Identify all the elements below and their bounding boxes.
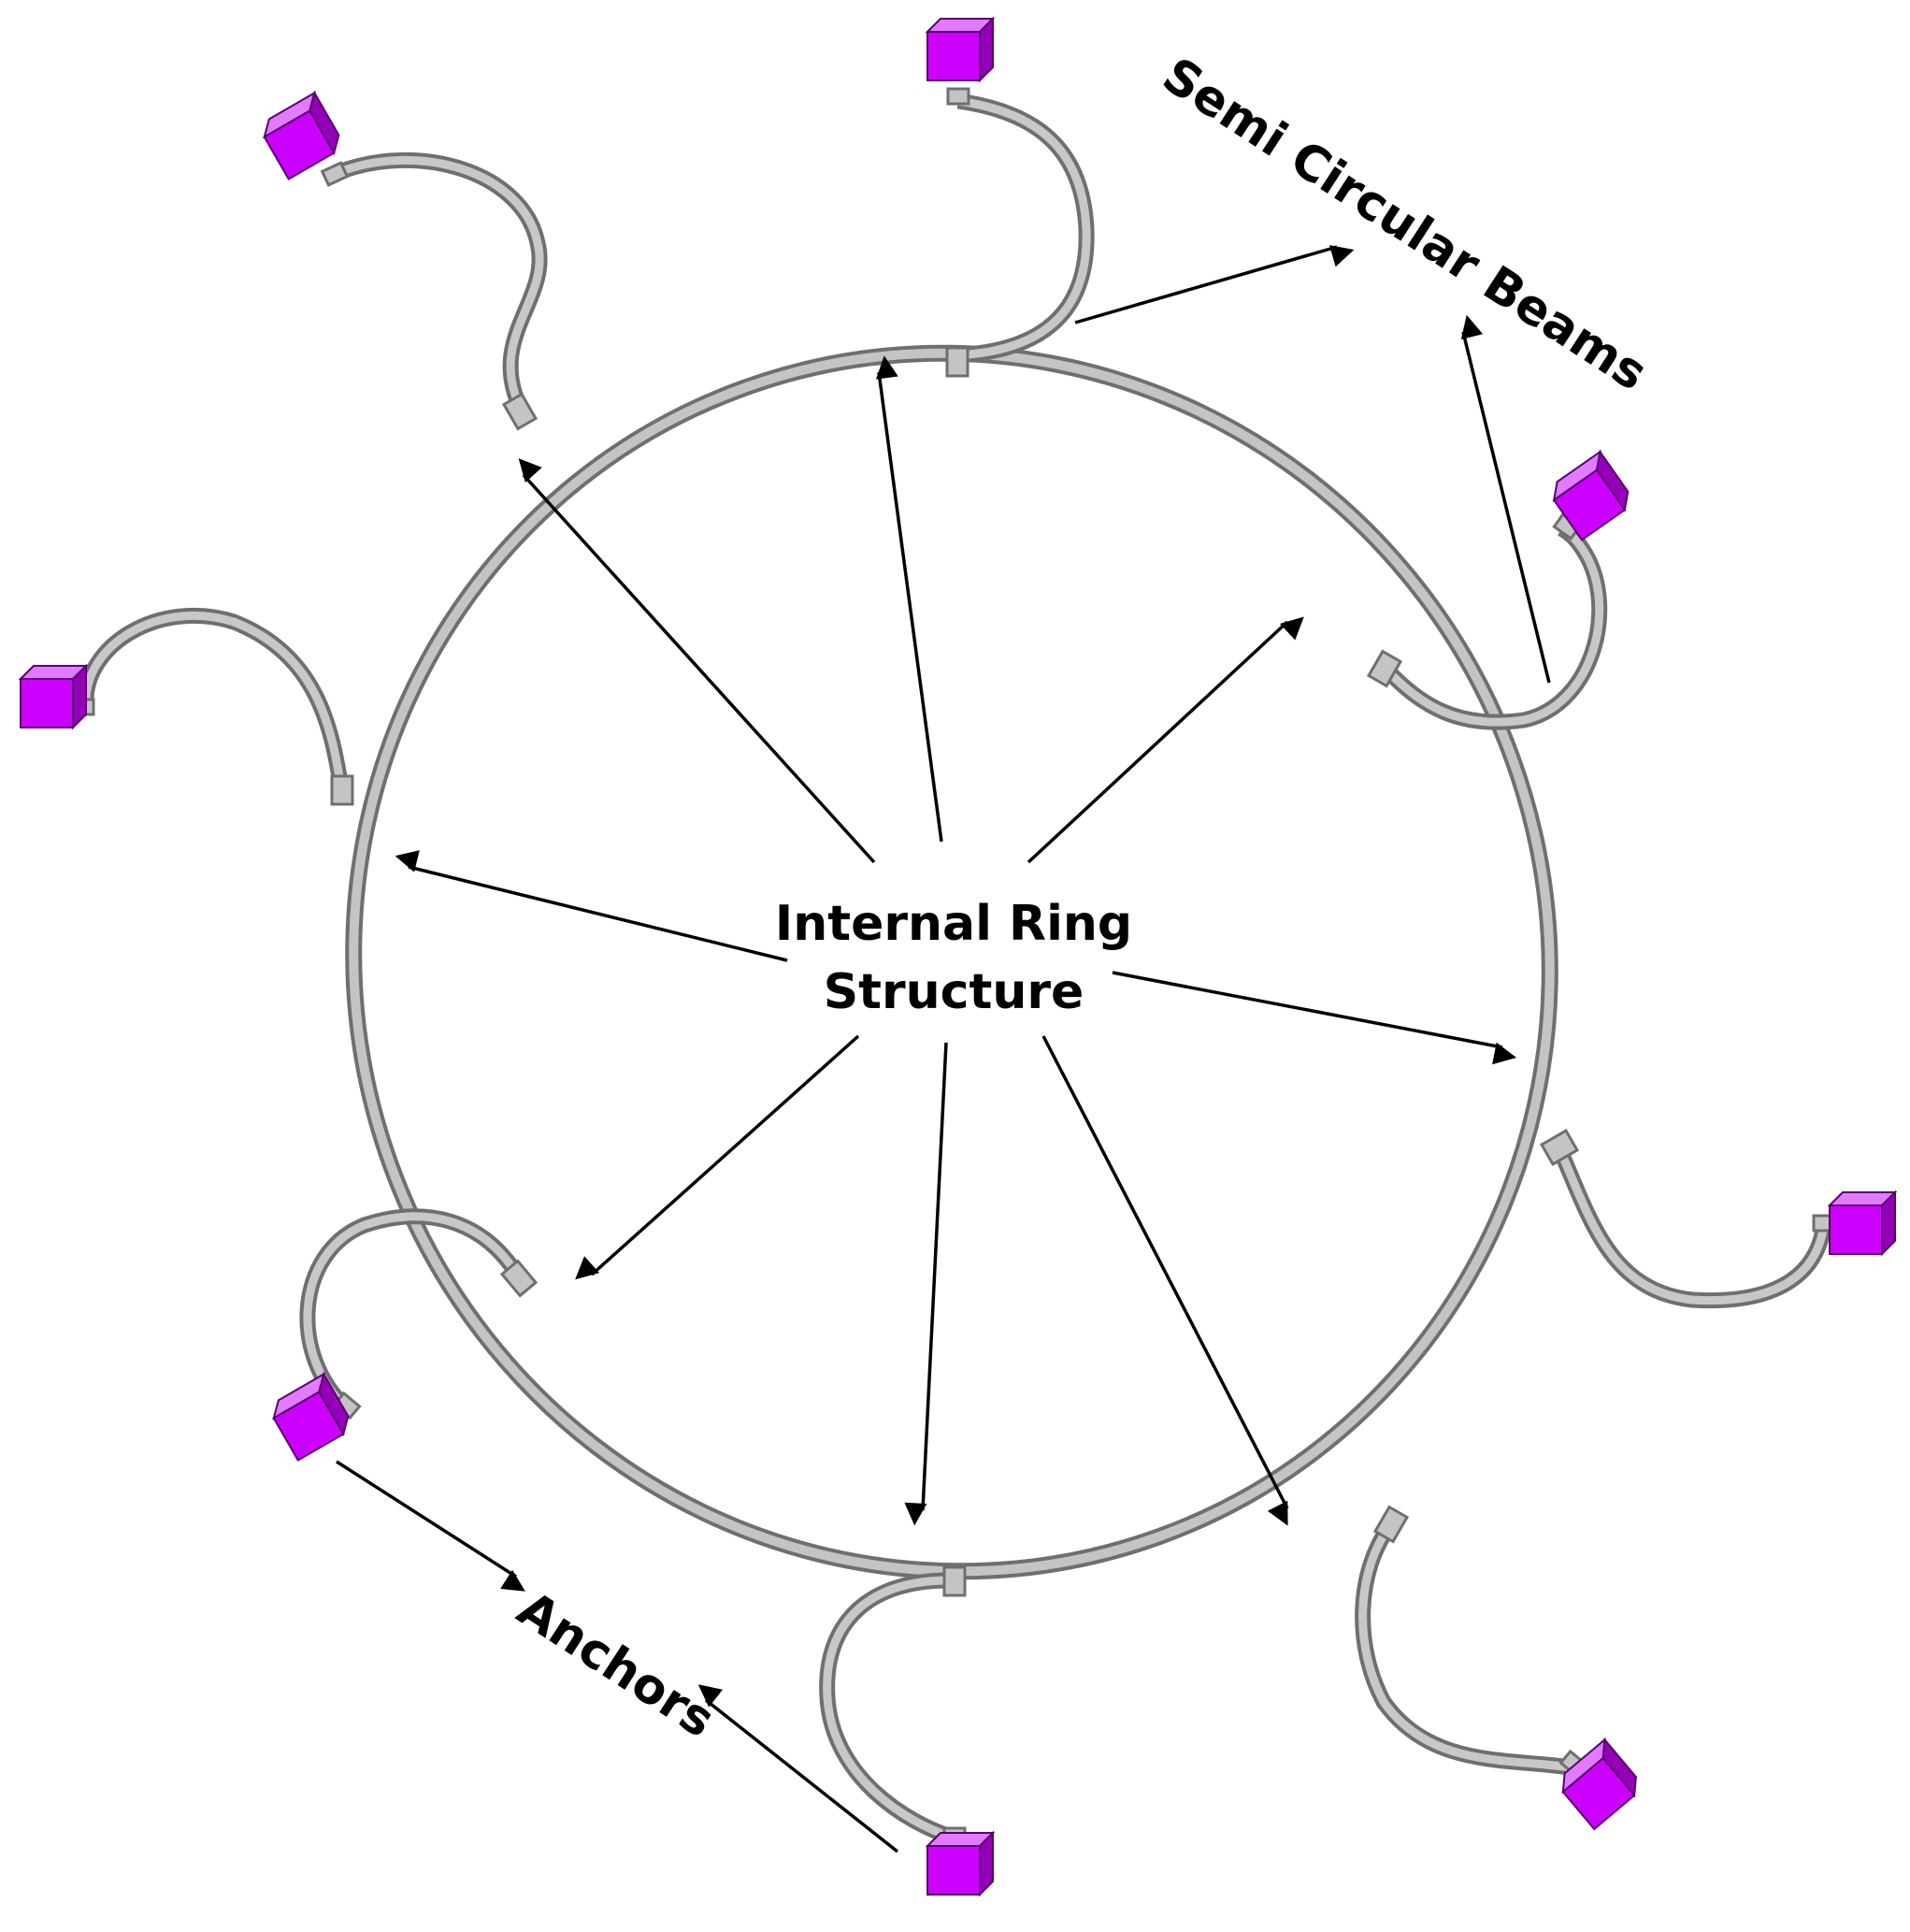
arrow-ring-up-left	[518, 458, 876, 864]
arrow-beams-1	[1074, 245, 1355, 324]
beam-top-right	[1378, 521, 1608, 730]
beam-left	[78, 607, 350, 790]
anchor-bottom	[925, 1830, 996, 1897]
label-semi-circular-beams: Semi Circular Beams	[1153, 48, 1657, 402]
anchor-right	[1827, 1189, 1898, 1257]
beam-top-left	[333, 152, 548, 412]
label-internal-ring-line1: Internal Ring	[775, 896, 1132, 952]
arrow-beams-2	[1460, 314, 1551, 684]
arrow-ring-down-left	[575, 1034, 860, 1280]
beam-bottom	[819, 1572, 956, 1846]
anchors	[18, 16, 1898, 1897]
beam-bottom-left	[299, 1208, 526, 1414]
semi-circular-beams	[78, 93, 1831, 1846]
arrow-ring-down-right	[1041, 1035, 1289, 1526]
arrows	[336, 245, 1551, 1853]
arrow-ring-up-right	[1027, 616, 1304, 864]
arrow-ring-down	[904, 1042, 948, 1526]
beam-right	[1551, 1143, 1831, 1309]
anchor-left	[18, 663, 89, 730]
label-internal-ring-line2: Structure	[824, 964, 1084, 1020]
anchor-top-right	[1552, 449, 1630, 541]
arrow-ring-right	[1112, 971, 1516, 1065]
arrow-anchors-2	[697, 1684, 899, 1853]
arrow-anchors-1	[336, 1460, 525, 1592]
anchor-bottom-right	[1561, 1737, 1637, 1831]
anchor-top-left	[263, 90, 340, 180]
label-anchors: Anchors	[508, 1581, 725, 1750]
arrow-ring-left	[395, 850, 788, 962]
internal-ring-structure	[345, 344, 1558, 1580]
anchor-bottom-left	[272, 1371, 350, 1462]
beam-top	[955, 93, 1095, 364]
arrow-ring-up	[875, 355, 943, 843]
anchor-top	[925, 16, 996, 83]
beam-bottom-right	[1355, 1519, 1573, 1776]
